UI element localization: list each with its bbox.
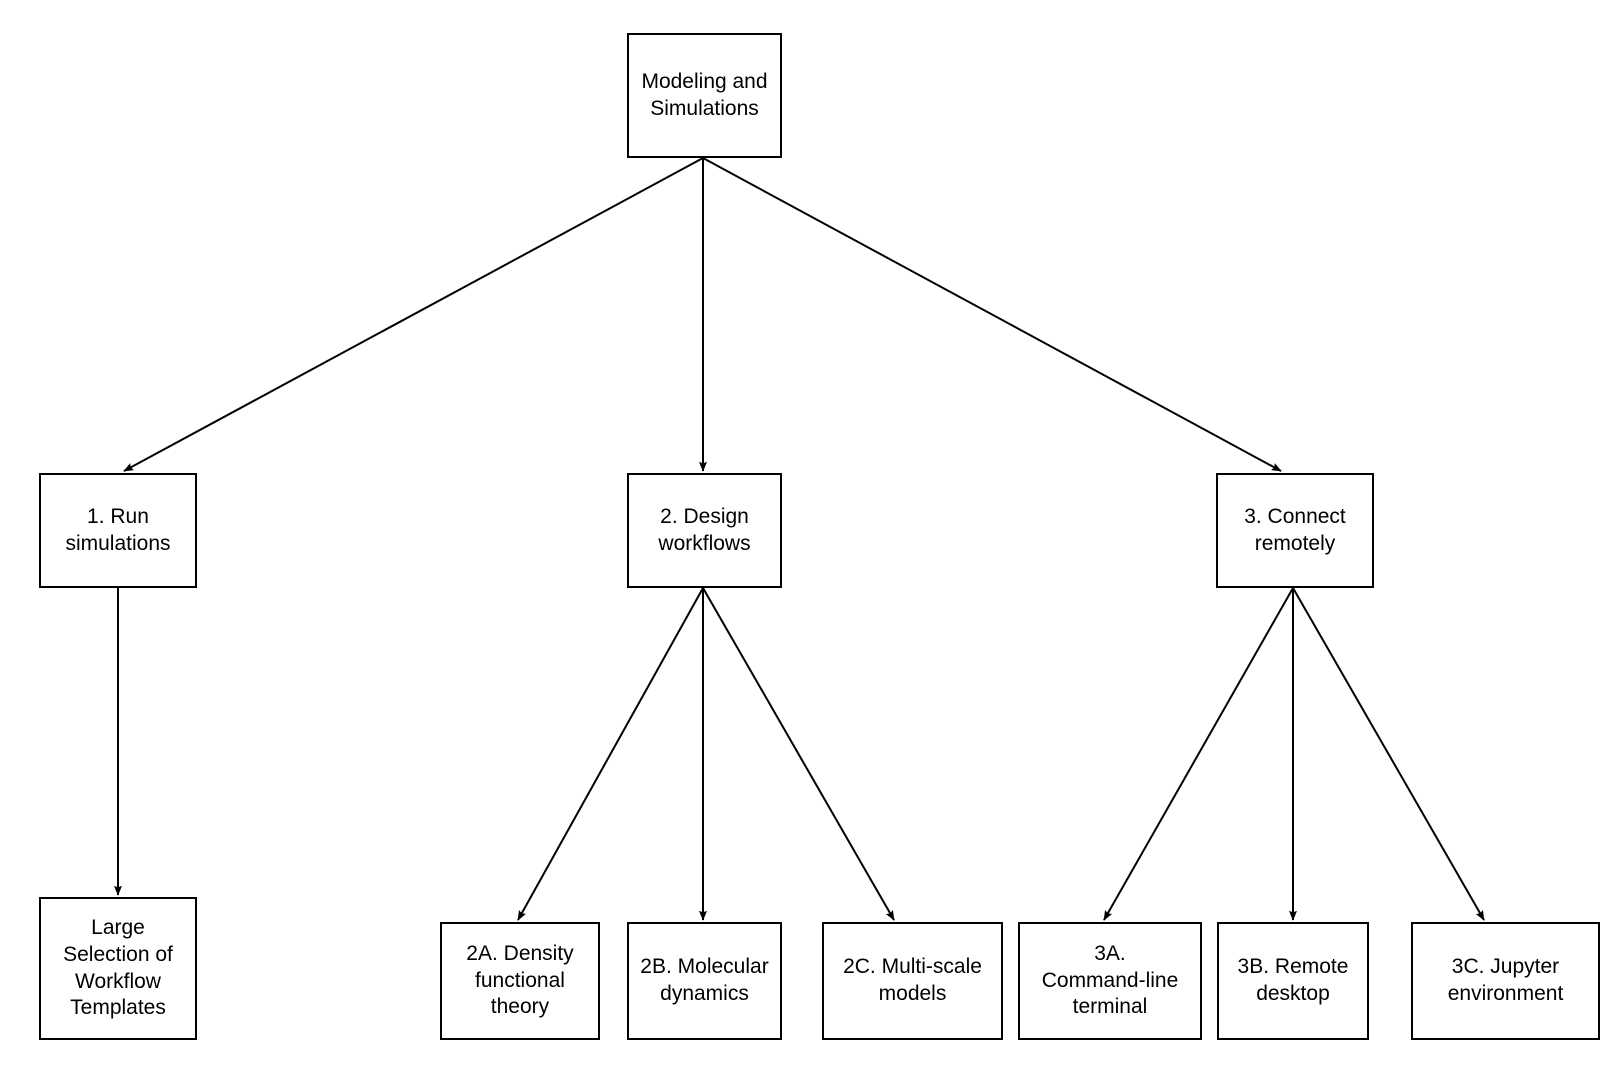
node-n3c[interactable]: 3C. Jupyter environment — [1411, 922, 1600, 1040]
node-root[interactable]: Modeling and Simulations — [627, 33, 782, 158]
node-label-n2: 2. Design workflows — [658, 504, 751, 555]
node-label-n3: 3. Connect remotely — [1244, 504, 1346, 555]
node-n2a[interactable]: 2A. Density functional theory — [440, 922, 600, 1040]
node-label-n3b: 3B. Remote desktop — [1237, 955, 1349, 1005]
node-label-n1a: Large Selection of Workflow Templates — [63, 916, 173, 1020]
edge-n3-to-n3c — [1292, 587, 1485, 921]
node-n3a[interactable]: 3A. Command-line terminal — [1018, 922, 1202, 1040]
edge-n2-to-n2a — [517, 587, 704, 921]
node-label-n2c: 2C. Multi-scale models — [843, 955, 982, 1005]
node-n1a[interactable]: Large Selection of Workflow Templates — [39, 897, 197, 1040]
node-n3[interactable]: 3. Connect remotely — [1216, 473, 1374, 588]
node-n3b[interactable]: 3B. Remote desktop — [1217, 922, 1369, 1040]
edges-group — [114, 157, 1485, 921]
node-n1[interactable]: 1. Run simulations — [39, 473, 197, 588]
node-label-root: Modeling and Simulations — [641, 69, 768, 120]
edge-n3-to-n3a — [1103, 587, 1294, 921]
node-label-n2b: 2B. Molecular dynamics — [640, 955, 769, 1005]
node-label-n3a: 3A. Command-line terminal — [1041, 942, 1179, 1019]
node-label-n1: 1. Run simulations — [65, 504, 171, 555]
edge-n2-to-n2c — [702, 587, 895, 921]
node-n2c[interactable]: 2C. Multi-scale models — [822, 922, 1003, 1040]
node-label-n3c: 3C. Jupyter environment — [1447, 955, 1564, 1005]
edge-root-to-n3 — [702, 157, 1282, 472]
node-label-n2a: 2A. Density functional theory — [466, 942, 574, 1019]
edge-root-to-n1 — [123, 157, 704, 472]
node-n2[interactable]: 2. Design workflows — [627, 473, 782, 588]
node-n2b[interactable]: 2B. Molecular dynamics — [627, 922, 782, 1040]
